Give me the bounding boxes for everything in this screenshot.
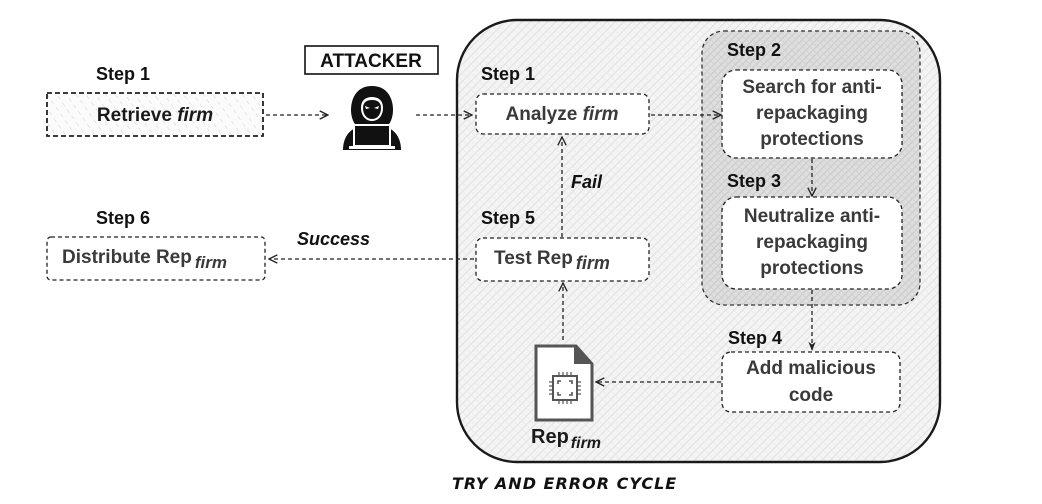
hacker-icon bbox=[343, 86, 401, 150]
add-malicious-code-line-1: Add malicious bbox=[746, 358, 876, 379]
add-malicious-code-line-2: code bbox=[789, 385, 833, 406]
step-label: Step 1 bbox=[96, 64, 150, 84]
search-protections-line-2: repackaging bbox=[756, 103, 868, 124]
analyze-firm-text: Analyze firm bbox=[506, 104, 619, 125]
step-label: Step 3 bbox=[727, 171, 781, 191]
neutralize-protections-line-1: Neutralize anti- bbox=[744, 206, 880, 227]
search-protections-box[interactable] bbox=[721, 69, 903, 159]
cycle-step-3: Step 3 Neutralize anti- repackaging prot… bbox=[721, 171, 903, 290]
firmware-file-icon bbox=[534, 344, 594, 422]
search-protections-line-3: protections bbox=[760, 129, 863, 150]
add-malicious-code-box[interactable] bbox=[721, 351, 901, 413]
retrieve-firm-text: Retrieve firm bbox=[97, 105, 213, 126]
attacker-label-box bbox=[304, 45, 439, 75]
step-label: Step 4 bbox=[728, 328, 782, 348]
neutralize-protections-line-3: protections bbox=[760, 258, 863, 279]
fail-label: Fail bbox=[571, 172, 603, 192]
success-label: Success bbox=[297, 229, 370, 249]
retrieve-firm-box[interactable] bbox=[46, 92, 264, 137]
step-label: Step 1 bbox=[481, 64, 535, 84]
distribute-rep-firm-box[interactable] bbox=[46, 236, 266, 281]
step-label: Step 6 bbox=[96, 208, 150, 228]
analyze-firm-box[interactable] bbox=[475, 93, 650, 135]
step-label: Step 5 bbox=[481, 208, 535, 228]
cycle-step-2: Step 2 Search for anti- repackaging prot… bbox=[721, 40, 903, 159]
step-label: Step 2 bbox=[727, 40, 781, 60]
cycle-step-4: Step 4 Add malicious code bbox=[721, 328, 901, 413]
neutralize-protections-box[interactable] bbox=[721, 196, 903, 290]
attacker-label: ATTACKER bbox=[320, 51, 422, 72]
neutralize-protections-line-2: repackaging bbox=[756, 232, 868, 253]
cycle-caption: TRY AND ERROR CYCLE bbox=[452, 474, 677, 493]
test-rep-firm-box[interactable] bbox=[475, 237, 650, 282]
attacker: ATTACKER bbox=[304, 45, 439, 150]
search-protections-line-1: Search for anti- bbox=[742, 77, 881, 98]
outside-step-1: Step 1 Retrieve firm bbox=[46, 64, 264, 137]
cycle-step-1: Step 1 Analyze firm bbox=[475, 64, 650, 135]
